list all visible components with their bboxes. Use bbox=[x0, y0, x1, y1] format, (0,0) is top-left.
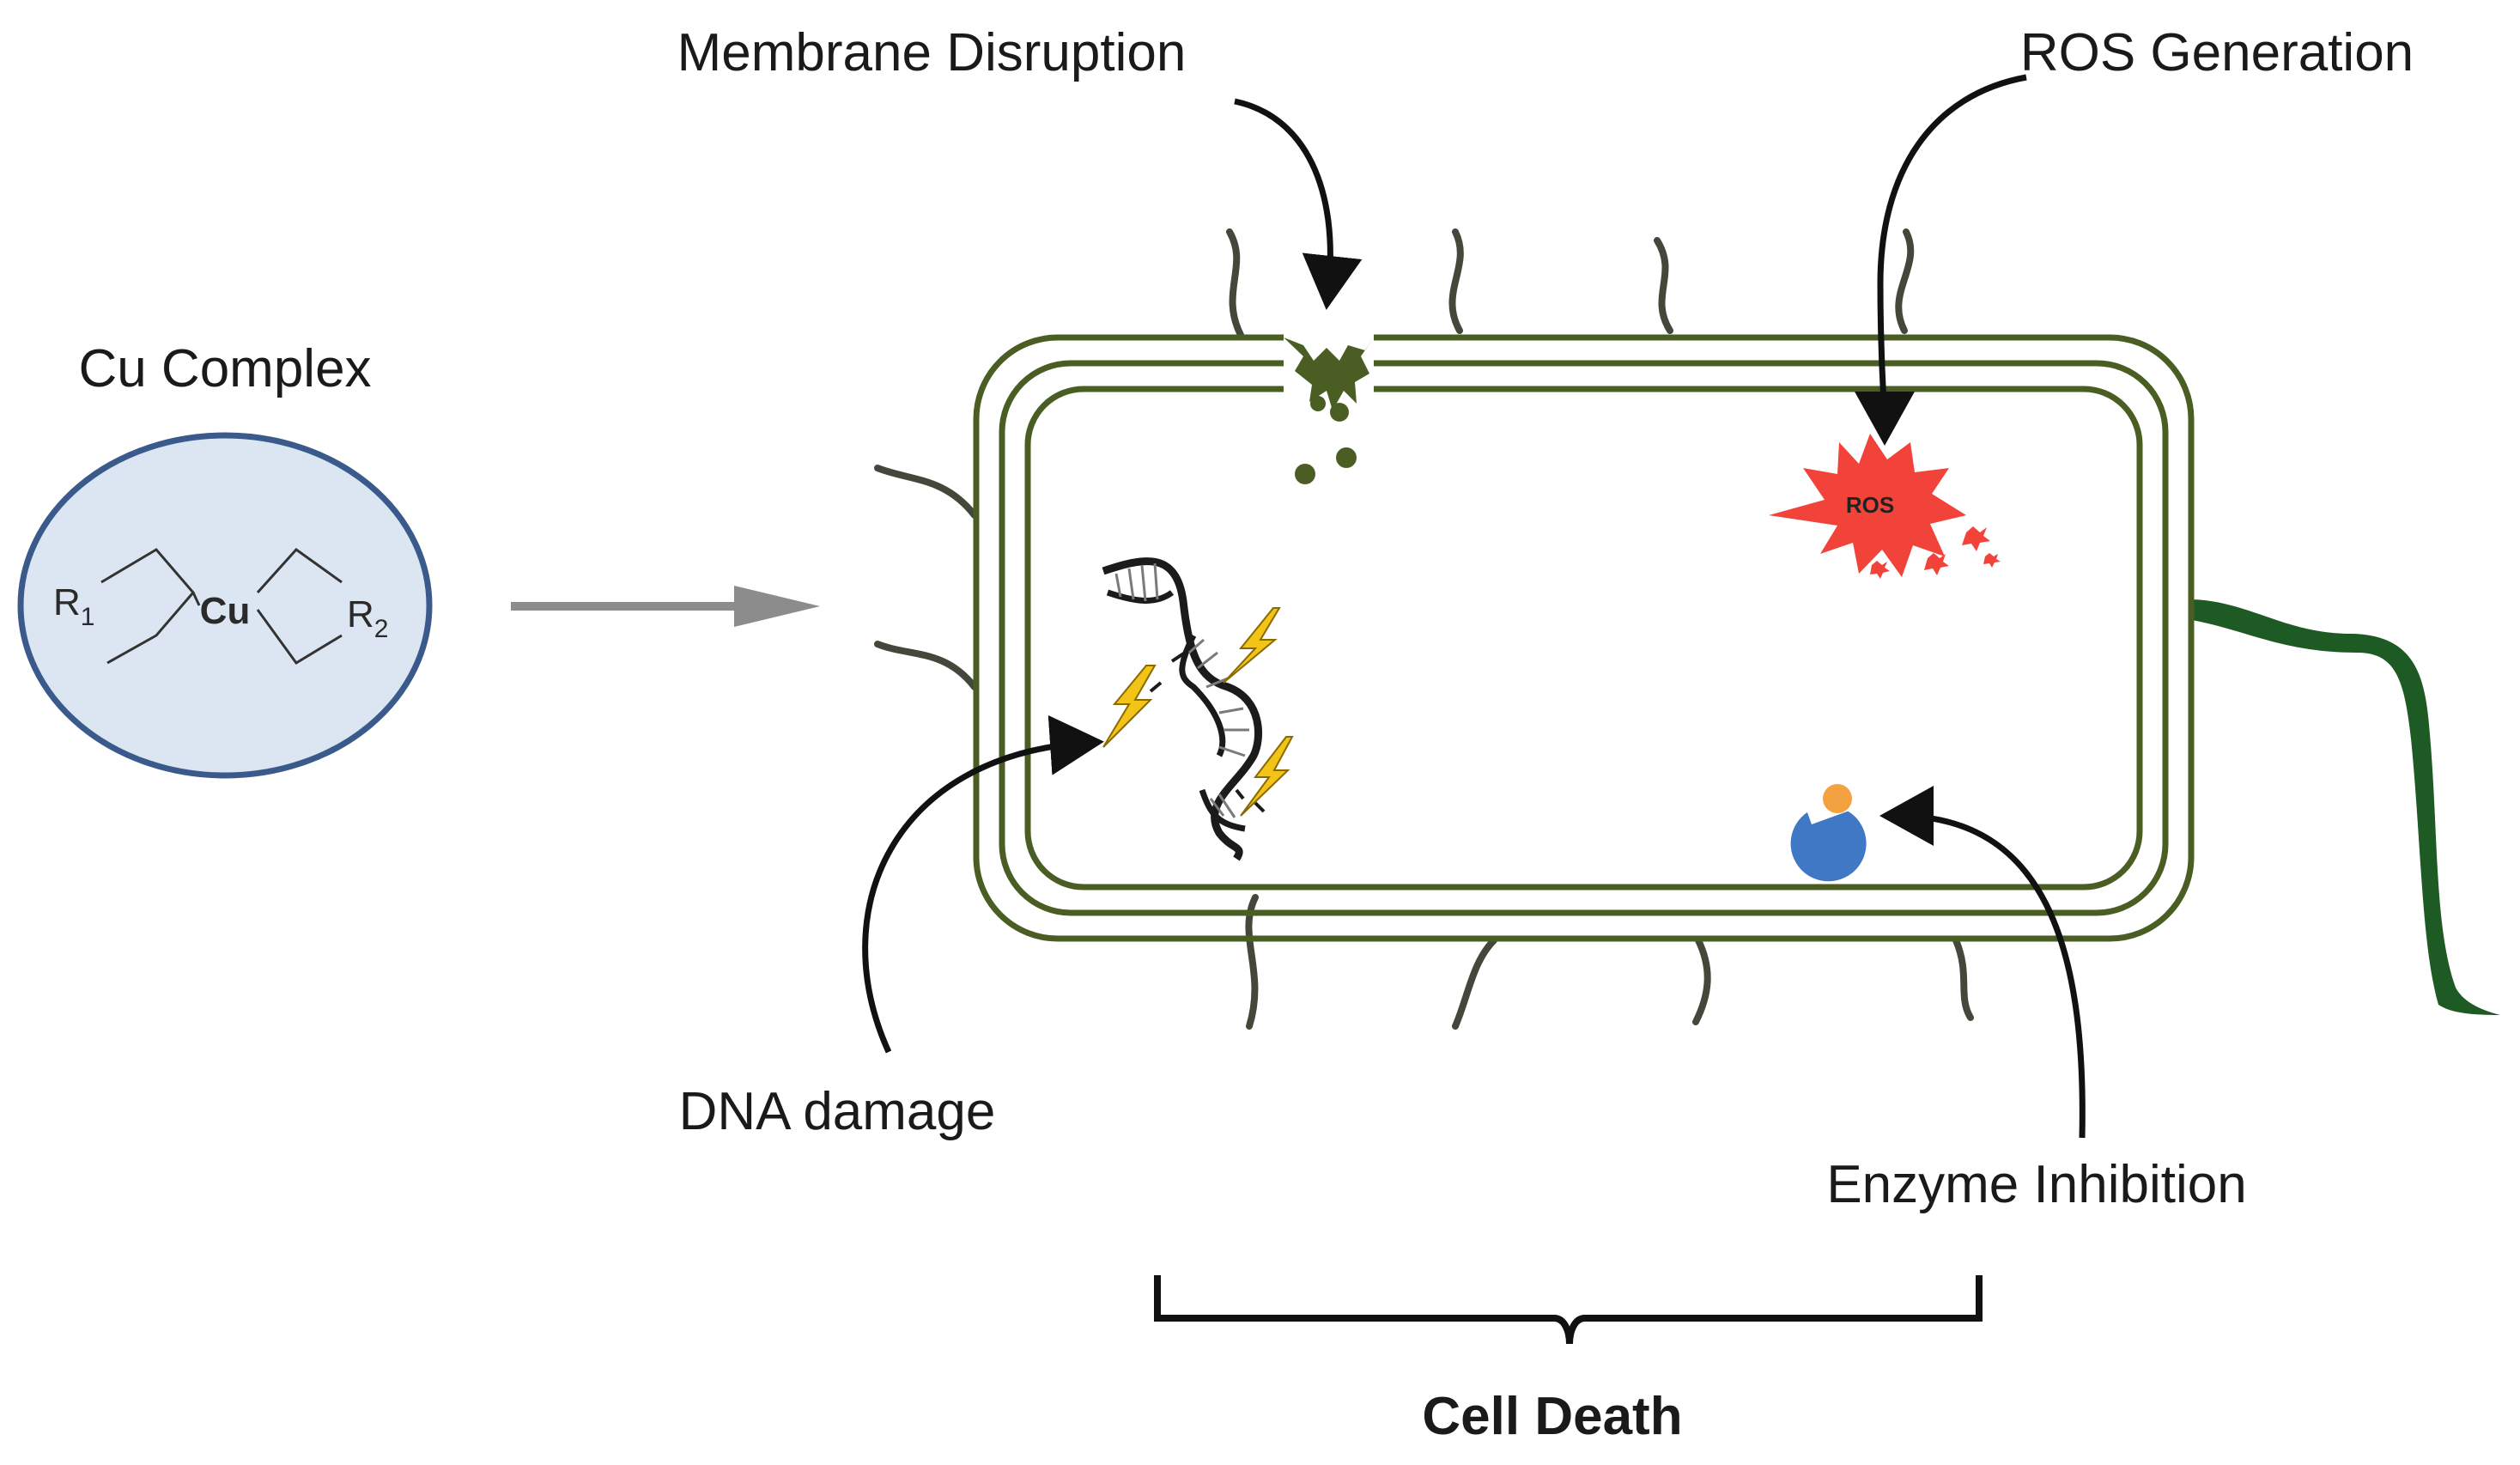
pilus-left-2 bbox=[874, 641, 978, 690]
cell-membranes bbox=[973, 334, 2195, 942]
pilus-bottom-3 bbox=[1692, 937, 1711, 1025]
pilus-bottom-1 bbox=[1245, 894, 1259, 1030]
damage-bolts bbox=[1102, 607, 1294, 817]
ros-particles bbox=[1870, 526, 2001, 579]
membrane-disruption-label: Membrane Disruption bbox=[677, 23, 1187, 82]
complex-structure: R1 Cu R2 bbox=[53, 547, 388, 665]
dna-helix bbox=[1102, 557, 1266, 861]
left-ring-bond bbox=[100, 548, 201, 665]
cu-complex-label: Cu Complex bbox=[78, 339, 371, 398]
dna-break-marks bbox=[1149, 651, 1266, 813]
cu-atom-label: Cu bbox=[200, 590, 251, 632]
lightning-bolt-icon bbox=[1223, 607, 1281, 684]
outer-membrane bbox=[973, 334, 2195, 942]
pilus-top-3 bbox=[1654, 237, 1673, 334]
lightning-bolt-icon bbox=[1102, 665, 1157, 748]
membrane-rupture bbox=[1284, 326, 1374, 484]
cu-complex: Cu Complex R1 Cu R2 bbox=[17, 339, 433, 779]
arrow-dna bbox=[862, 714, 1104, 1054]
rupture-fringe bbox=[1284, 337, 1374, 410]
dna-rungs bbox=[1114, 562, 1249, 818]
enzyme-inhibition-label: Enzyme Inhibition bbox=[1826, 1155, 2246, 1214]
ros-particle bbox=[1870, 561, 1890, 579]
ros-particle bbox=[1924, 553, 1949, 575]
pilus-bottom-4 bbox=[1952, 937, 1974, 1021]
enzyme bbox=[1790, 784, 1867, 882]
pilus-left-1 bbox=[874, 465, 978, 519]
complex-to-cell-arrow bbox=[511, 586, 820, 627]
pilus-top-4 bbox=[1895, 228, 1915, 334]
ros-burst: ROS bbox=[1769, 434, 2001, 579]
pointer-arrows bbox=[862, 74, 2086, 1139]
cell-death-label: Cell Death bbox=[1422, 1387, 1682, 1446]
enzyme-pacman bbox=[1790, 811, 1867, 882]
r1-label: R1 bbox=[53, 581, 94, 631]
ros-badge-text: ROS bbox=[1846, 492, 1894, 518]
pilus-top-2 bbox=[1448, 228, 1464, 334]
arrow-enzyme bbox=[1879, 786, 2086, 1139]
leak-particle bbox=[1310, 396, 1326, 411]
middle-membrane bbox=[999, 360, 2169, 916]
right-ring-bond bbox=[256, 547, 343, 665]
leak-particle bbox=[1330, 403, 1349, 422]
dna-damage-label: DNA damage bbox=[679, 1082, 996, 1141]
arrow-membrane bbox=[1234, 98, 1363, 310]
inner-membrane bbox=[1024, 386, 2143, 891]
dna-strand-1 bbox=[1102, 557, 1262, 861]
pilus-top-1 bbox=[1226, 228, 1244, 338]
ros-particle bbox=[1962, 526, 1990, 551]
leak-particle bbox=[1295, 464, 1315, 484]
dna-strand-2 bbox=[1106, 589, 1246, 832]
ros-particle bbox=[1983, 553, 2001, 568]
cell-death-brace bbox=[1154, 1275, 1983, 1345]
flagellum bbox=[2192, 599, 2500, 1015]
complex-ellipse bbox=[17, 432, 433, 779]
lightning-bolt-icon bbox=[1240, 736, 1294, 817]
arrow-ros bbox=[1854, 74, 2027, 446]
r2-label: R2 bbox=[347, 593, 388, 643]
ros-generation-label: ROS Generation bbox=[2020, 23, 2414, 82]
leak-particle bbox=[1336, 447, 1357, 468]
inhibitor-ball bbox=[1823, 784, 1852, 813]
pilus-bottom-2 bbox=[1452, 937, 1497, 1030]
ros-star bbox=[1769, 434, 1966, 577]
